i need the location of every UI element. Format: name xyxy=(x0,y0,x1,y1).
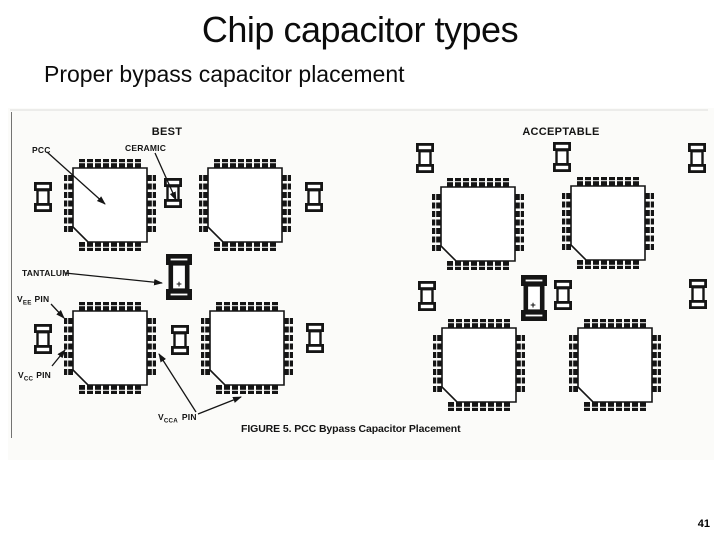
chip-pcc xyxy=(201,302,293,394)
chip-pcc xyxy=(64,302,156,394)
annotation-arrow xyxy=(158,353,197,413)
pcc-label: PCC xyxy=(32,145,51,155)
page-number: 41 xyxy=(697,518,710,530)
figure-pcc-bypass-diagram: BEST ACCEPTABLE PCC CERAMIC TANTALUM VEE… xyxy=(10,109,708,438)
ceramic-capacitor xyxy=(687,142,706,173)
tantalum-polarity-right: + xyxy=(530,300,536,311)
ceramic-capacitor xyxy=(415,142,434,173)
chip-pcc xyxy=(199,159,291,251)
annotation-arrow xyxy=(197,396,242,415)
ceramic-capacitor xyxy=(553,279,572,310)
chip-pcc xyxy=(432,178,524,270)
annotation-arrow xyxy=(50,303,65,319)
ceramic-capacitor xyxy=(33,323,52,354)
ceramic-capacitor xyxy=(688,278,707,309)
ceramic-capacitor xyxy=(33,181,52,212)
figure-scan-area: BEST ACCEPTABLE PCC CERAMIC TANTALUM VEE… xyxy=(8,108,714,460)
annotation-arrow xyxy=(154,152,177,201)
slide-subtitle: Proper bypass capacitor placement xyxy=(44,61,405,87)
ceramic-label: CERAMIC xyxy=(125,143,166,153)
acceptable-heading: ACCEPTABLE xyxy=(522,126,599,138)
chip-pcc xyxy=(433,319,525,411)
figure-text-layer: BEST ACCEPTABLE PCC CERAMIC TANTALUM VEE… xyxy=(17,126,599,435)
chip-pcc xyxy=(64,159,156,251)
tantalum-capacitor xyxy=(520,274,547,321)
figure-shapes xyxy=(33,141,707,415)
tantalum-label: TANTALUM xyxy=(22,268,70,278)
best-heading: BEST xyxy=(152,126,183,138)
ceramic-capacitor xyxy=(417,280,436,311)
annotation-arrow xyxy=(51,349,66,367)
tantalum-capacitor xyxy=(165,253,192,300)
ceramic-capacitor xyxy=(305,322,324,353)
chip-pcc xyxy=(562,177,654,269)
slide-title: Chip capacitor types xyxy=(201,9,519,50)
ceramic-capacitor xyxy=(170,324,189,355)
annotation-arrow xyxy=(46,151,106,205)
annotation-arrow xyxy=(64,272,163,286)
chip-pcc xyxy=(569,319,661,411)
figure-caption: FIGURE 5. PCC Bypass Capacitor Placement xyxy=(241,423,461,435)
ceramic-capacitor xyxy=(304,181,323,212)
ceramic-capacitor xyxy=(552,141,571,172)
tantalum-polarity-left: + xyxy=(176,279,182,290)
